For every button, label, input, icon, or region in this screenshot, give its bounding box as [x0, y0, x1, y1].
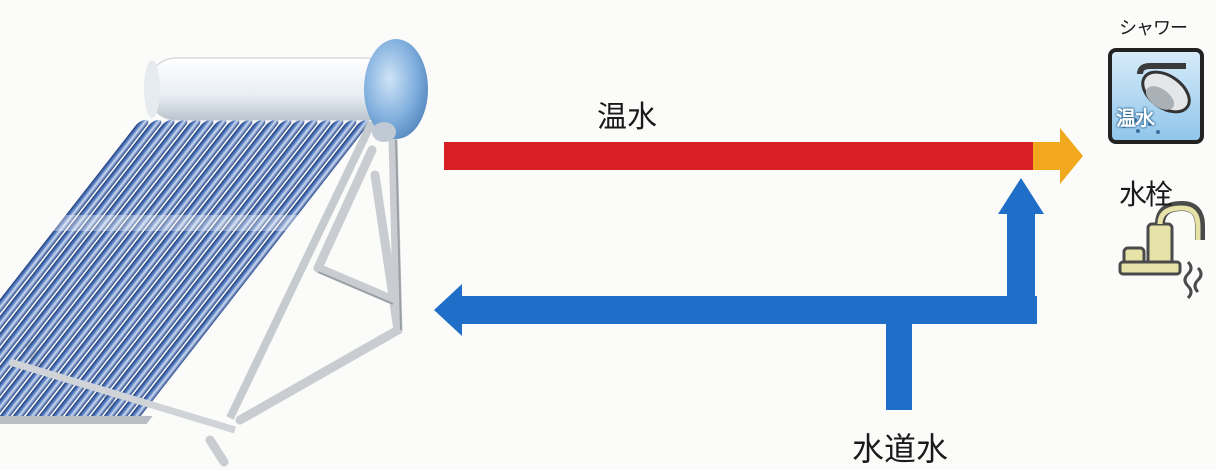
hot-water-arrow: [444, 128, 1083, 184]
solar-water-heater-illustration: [0, 39, 428, 467]
tap-water-arrow: [434, 178, 1044, 410]
hot-water-label: 温水: [597, 100, 657, 135]
shower-icon: [1108, 48, 1204, 144]
shower-label: シャワー: [1119, 18, 1188, 39]
shower-icon-text: 温水: [1116, 106, 1155, 130]
vacuum-tube-panel: [0, 120, 370, 424]
faucet-icon: [1118, 200, 1205, 300]
faucet-label: 水栓: [1119, 178, 1173, 211]
tap-water-label: 水道水: [852, 430, 949, 468]
